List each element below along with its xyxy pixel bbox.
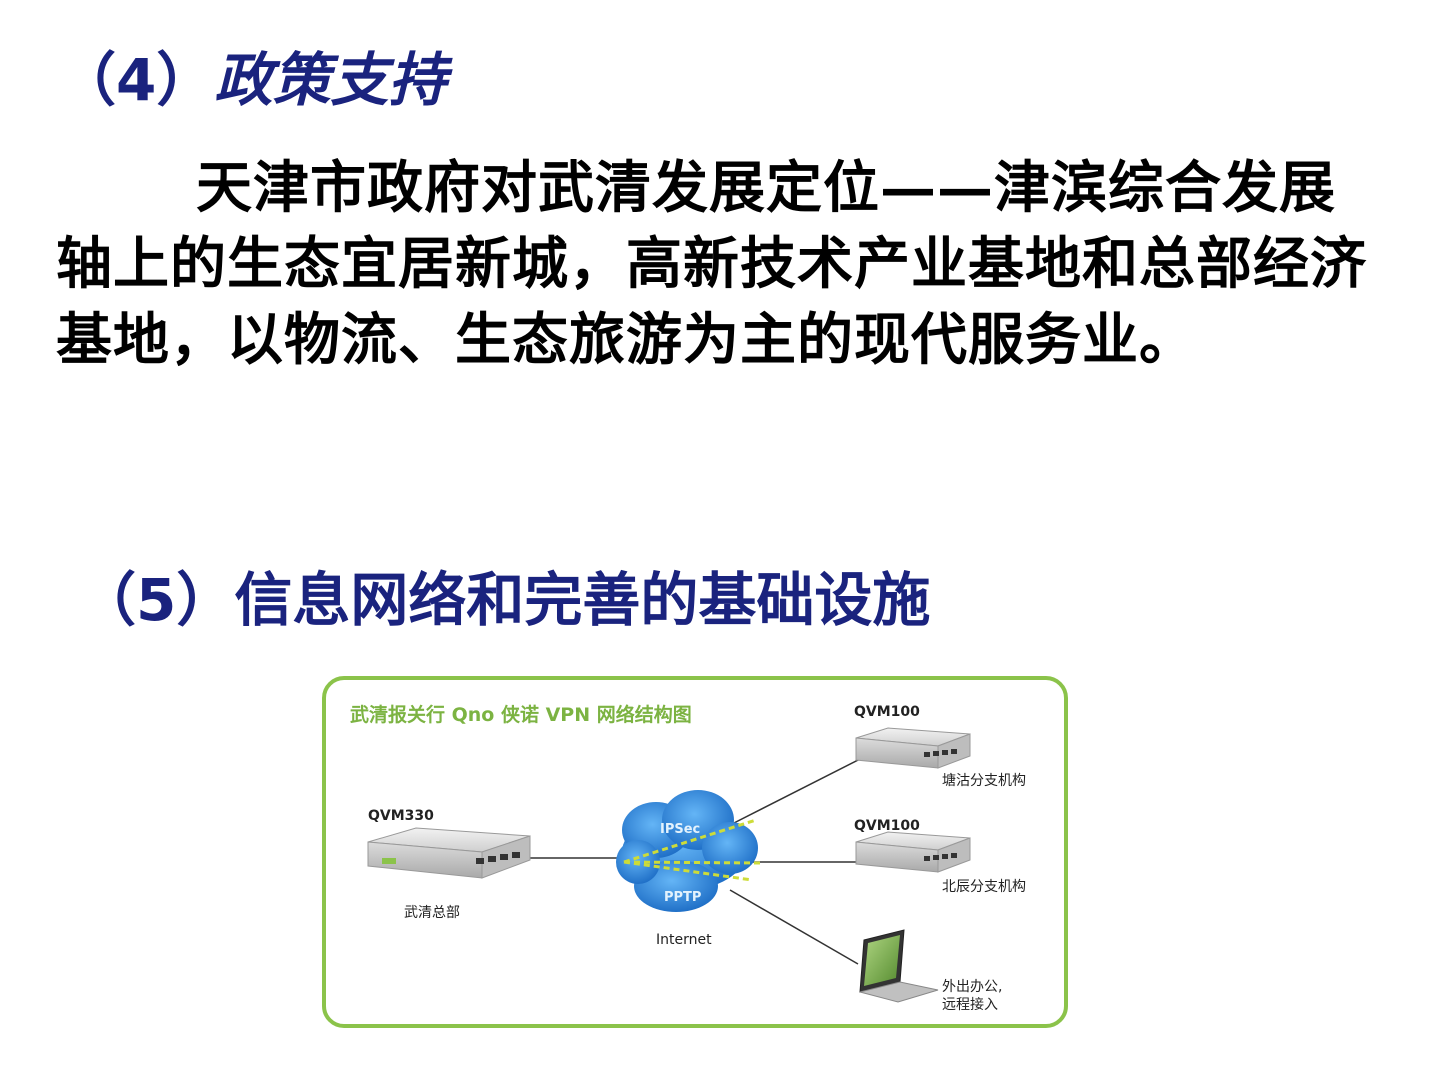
remote-label-line2: 远程接入 [942,997,998,1013]
vpn-network-diagram: 武清报关行 Qno 侠诺 VPN 网络结构图 [322,676,1068,1028]
branch1-location-label: 塘沽分支机构 [942,773,1026,789]
diagram-graphics [367,727,971,1003]
section-heading-5: （5）信息网络和完善的基础设施 [78,566,931,634]
branch2-model-label: QVM100 [854,818,920,834]
branch1-model-label: QVM100 [854,704,920,720]
pptp-label: PPTP [664,890,702,905]
policy-paragraph: 天津市政府对武清发展定位——津滨综合发展轴上的生态宜居新城，高新技术产业基地和总… [56,155,1367,373]
diagram-title: 武清报关行 Qno 侠诺 VPN 网络结构图 [350,704,692,726]
link-internet-branch1 [729,755,867,826]
router-qvm100-branch1-icon [855,727,971,769]
branch2-location-label: 北辰分支机构 [942,879,1026,895]
router-qvm100-branch2-icon [855,831,971,873]
section-heading-4: （4）政策支持 [58,40,446,120]
link-internet-laptop [729,889,859,965]
router-qvm330-icon [367,827,531,879]
hq-location-label: 武清总部 [404,905,460,921]
vpn-tunnels [623,818,761,882]
heading-4-title: 政策支持 [214,46,447,114]
internet-label: Internet [656,932,712,948]
ipsec-label: IPSec [660,822,701,837]
heading-4-number: （4） [58,46,215,114]
remote-label-line1: 外出办公, [942,979,1003,995]
hq-model-label: QVM330 [368,808,434,824]
laptop-icon [859,929,939,1003]
